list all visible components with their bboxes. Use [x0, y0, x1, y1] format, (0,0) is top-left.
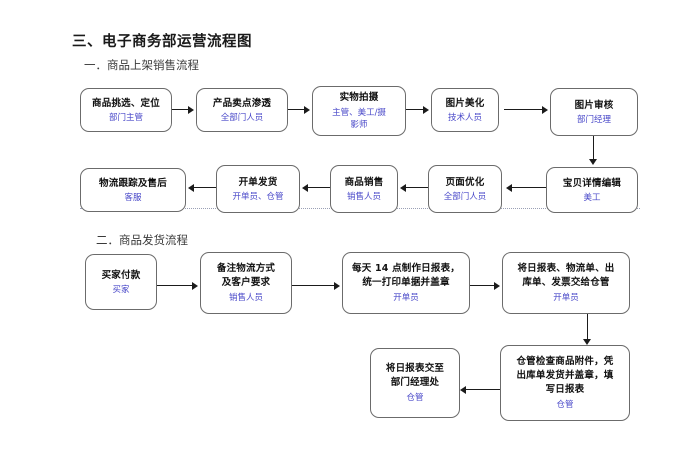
arrow-f2-down: [583, 339, 591, 345]
connector-r2-2: [308, 187, 330, 189]
arrow-f2-1: [192, 282, 198, 290]
node-role: 开单员、仓管: [232, 191, 284, 202]
section-heading-2: 二．商品发货流程: [96, 233, 188, 247]
node-warehouse-check[interactable]: 仓管检查商品附件，凭 出库单发货并盖章，填 写日报表 仓管: [500, 345, 630, 421]
connector-r1-2: [288, 109, 304, 111]
node-role: 开单员: [393, 293, 419, 303]
connector-r1-to-r2: [593, 136, 595, 159]
node-product-sales[interactable]: 商品销售 销售人员: [330, 165, 398, 213]
connector-f2-back: [466, 389, 500, 391]
node-title: 实物拍摄: [339, 92, 379, 103]
node-title: 商品销售: [344, 176, 384, 188]
connector-f2-1: [157, 285, 192, 287]
arrow-r1-3: [423, 106, 429, 114]
node-selling-point[interactable]: 产品卖点渗透 全部门人员: [196, 88, 288, 132]
connector-r1-4: [504, 109, 542, 111]
node-title: 物流跟踪及售后: [99, 177, 167, 189]
node-page-optimize[interactable]: 页面优化 全部门人员: [428, 165, 502, 213]
node-role: 仓管: [556, 400, 574, 410]
node-buyer-payment[interactable]: 买家付款 买家: [85, 254, 157, 310]
arrow-r2-2: [302, 184, 308, 192]
node-role: 全部门人员: [220, 112, 264, 123]
node-logistics-note[interactable]: 备注物流方式 及客户要求 销售人员: [200, 252, 292, 314]
arrow-r1-2: [304, 106, 310, 114]
node-role: 部门经理: [576, 114, 611, 125]
node-title: 备注物流方式 及客户要求: [216, 263, 276, 288]
arrow-f2-back: [460, 386, 466, 394]
connector-f2-2: [292, 285, 334, 287]
node-title: 将日报表交至 部门经理处: [385, 363, 445, 388]
node-role: 买家: [112, 284, 130, 295]
node-title: 图片审核: [574, 99, 614, 111]
node-role: 销售人员: [228, 293, 263, 303]
connector-r1-1: [172, 109, 188, 111]
node-role: 销售人员: [346, 191, 381, 202]
page-title: 三、电子商务部运营流程图: [72, 34, 252, 50]
node-submit-report[interactable]: 将日报表交至 部门经理处 仓管: [370, 348, 460, 418]
arrow-r2-1: [188, 184, 194, 192]
connector-r2-4: [512, 187, 546, 189]
node-title: 页面优化: [445, 176, 485, 188]
connector-r1-3: [406, 109, 423, 111]
node-listing-edit[interactable]: 宝贝详情编辑 美工: [546, 167, 638, 213]
arrow-f2-2: [334, 282, 340, 290]
node-daily-report[interactable]: 每天 14 点制作日报表， 统一打印单据并盖章 开单员: [342, 252, 470, 314]
connector-r2-1: [194, 187, 216, 189]
node-role: 美工: [583, 192, 601, 203]
node-photo-review[interactable]: 图片审核 部门经理: [550, 88, 638, 136]
node-title: 图片美化: [445, 97, 485, 109]
arrow-r2-3: [400, 184, 406, 192]
node-role: 主管、美工/摄 影师: [332, 108, 386, 130]
node-title: 宝贝详情编辑: [562, 177, 622, 189]
arrow-r1-1: [188, 106, 194, 114]
connector-f2-down: [587, 314, 589, 339]
node-role: 全部门人员: [443, 191, 487, 202]
node-logistics-aftersale[interactable]: 物流跟踪及售后 客服: [80, 168, 186, 212]
node-invoice-ship[interactable]: 开单发货 开单员、仓管: [216, 165, 300, 213]
node-role: 仓管: [406, 393, 424, 403]
node-title: 商品挑选、定位: [92, 97, 160, 109]
node-title: 仓管检查商品附件，凭 出库单发货并盖章，填 写日报表: [516, 356, 614, 395]
section-heading-1: 一．商品上架销售流程: [84, 58, 199, 72]
node-photo-shoot[interactable]: 实物拍摄 主管、美工/摄 影师: [312, 86, 406, 136]
connector-f2-3: [470, 285, 494, 287]
arrow-f2-3: [494, 282, 500, 290]
arrow-r2-4: [506, 184, 512, 192]
node-role: 部门主管: [108, 112, 143, 123]
arrow-r1-to-r2: [589, 159, 597, 165]
node-photo-retouch[interactable]: 图片美化 技术人员: [431, 88, 499, 132]
arrow-r1-4: [542, 106, 548, 114]
connector-r2-3: [406, 187, 428, 189]
node-title: 开单发货: [238, 176, 278, 188]
node-role: 客服: [124, 192, 142, 203]
node-role: 开单员: [553, 293, 579, 303]
node-title: 将日报表、物流单、出 库单、发票交给仓管: [517, 263, 615, 288]
node-title: 买家付款: [101, 269, 141, 281]
node-goods-select[interactable]: 商品挑选、定位 部门主管: [80, 88, 172, 132]
node-role: 技术人员: [447, 112, 482, 123]
node-title: 产品卖点渗透: [212, 97, 272, 109]
node-title: 每天 14 点制作日报表， 统一打印单据并盖章: [352, 263, 460, 288]
node-handover-docs[interactable]: 将日报表、物流单、出 库单、发票交给仓管 开单员: [502, 252, 630, 314]
